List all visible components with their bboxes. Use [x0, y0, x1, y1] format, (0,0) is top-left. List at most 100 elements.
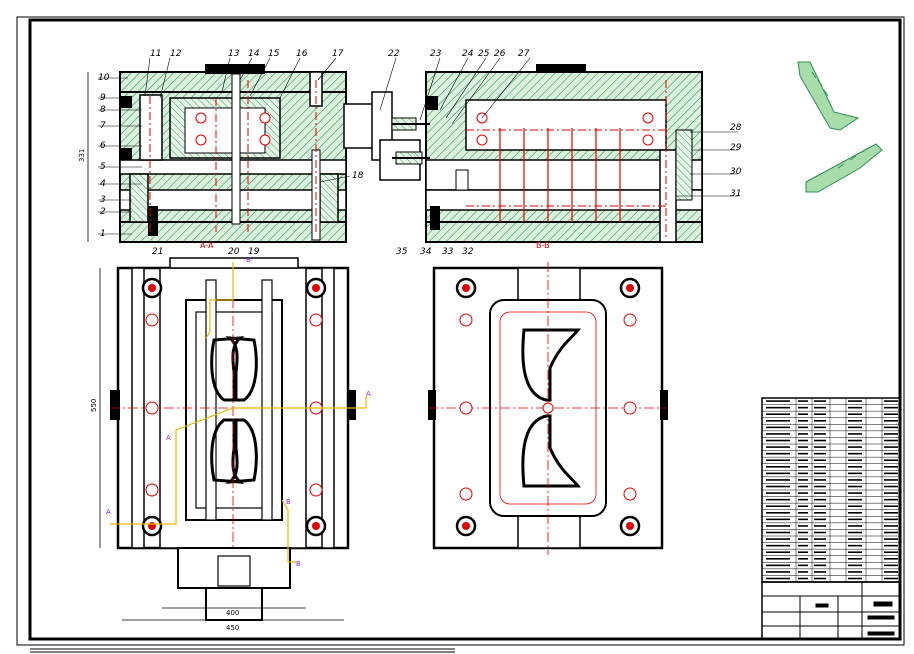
part-label-27: 27	[518, 49, 530, 59]
height-dimension-plan: 550	[90, 399, 98, 412]
bom-cell-entry	[798, 459, 808, 462]
bom-cell-entry	[848, 551, 862, 554]
section-a-a-view: 331 A-A	[78, 64, 347, 250]
bom-cell-entry	[766, 459, 790, 462]
part-label-3: 3	[100, 195, 106, 205]
bom-cell-entry	[814, 452, 826, 455]
bom-cell-entry	[798, 420, 808, 422]
bom-cell-entry	[798, 492, 808, 494]
bom-cell-entry	[798, 485, 808, 488]
bom-cell-entry	[848, 544, 862, 547]
part-label-21: 21	[152, 247, 163, 257]
bom-cell-entry	[884, 538, 898, 540]
part-label-11: 11	[150, 49, 161, 59]
bom-cell-entry	[848, 498, 862, 501]
bom-cell-entry	[848, 577, 862, 580]
part-label-23: 23	[430, 49, 442, 59]
bom-cell-entry	[884, 452, 898, 455]
bom-cell-entry	[798, 466, 808, 468]
bom-cell-entry	[814, 466, 826, 468]
plan-view-fixed-half: 550 400 450	[90, 257, 356, 632]
bom-cell-entry	[848, 479, 862, 481]
bom-cell-entry	[848, 466, 862, 468]
bom-cell-entry	[848, 485, 862, 488]
section-a-a-label: A-A	[200, 241, 214, 250]
bom-cell-entry	[766, 551, 790, 554]
bom-cell-entry	[798, 512, 808, 514]
bom-cell-entry	[848, 472, 862, 475]
cut-marker-a-right: A	[366, 390, 371, 398]
bom-cell-entry	[798, 498, 808, 501]
bom-cell-entry	[884, 466, 898, 468]
bom-cell-entry	[766, 485, 790, 488]
bom-cell-entry	[884, 406, 898, 409]
bom-cell-entry	[766, 505, 790, 508]
part-label-2: 2	[100, 207, 106, 217]
cut-marker-b-bottom: B	[296, 560, 301, 568]
bom-cell-entry	[884, 505, 898, 508]
bom-cell-entry	[798, 406, 808, 409]
title-block	[761, 581, 901, 640]
bom-cell-entry	[766, 558, 790, 560]
sprue-block	[343, 91, 430, 181]
bom-cell-entry	[884, 426, 898, 429]
bom-cell-entry	[884, 498, 898, 501]
bom-cell-entry	[848, 512, 862, 514]
bom-cell-entry	[814, 413, 826, 416]
bom-cell-entry	[798, 518, 808, 521]
part-label-17: 17	[332, 49, 344, 59]
bom-cell-entry	[798, 551, 808, 554]
bom-cell-entry	[798, 433, 808, 435]
bom-cell-entry	[884, 577, 898, 580]
bom-cell-entry	[884, 564, 898, 567]
part-label-9: 9	[100, 93, 106, 103]
part-number-labels: 1 2 3 4 5 6 7 8 9 10 11 12 13 14 15 16 1…	[98, 49, 742, 257]
cut-marker-b-top: B	[246, 256, 251, 264]
bom-cell-entry	[884, 420, 898, 422]
bom-cell-entry	[884, 544, 898, 547]
bom-cell-entry	[814, 420, 826, 422]
bom-cell-entry	[884, 433, 898, 435]
width-dimension-outer: 450	[226, 624, 239, 632]
section-b-b-view: B-B	[425, 64, 703, 250]
part-label-25: 25	[478, 49, 490, 59]
part-label-4: 4	[100, 179, 106, 189]
part-label-12: 12	[170, 49, 182, 59]
part-label-28: 28	[730, 123, 742, 133]
cutting-plane-markers: A A A B B B	[106, 256, 371, 568]
section-b-b-label: B-B	[536, 241, 550, 250]
bom-cell-entry	[814, 426, 826, 429]
bom-cell-entry	[814, 400, 826, 402]
bom-cell-entry	[766, 426, 790, 429]
bom-cell-entry	[814, 558, 826, 560]
bom-cell-entry	[848, 518, 862, 521]
bom-cell-entry	[814, 577, 826, 580]
bom-cell-entry	[848, 439, 862, 442]
bom-cell-entry	[766, 544, 790, 547]
plan-view-moving-half	[428, 262, 668, 555]
bom-cell-entry	[798, 558, 808, 560]
bom-cell-entry	[766, 531, 790, 534]
part-label-7: 7	[100, 121, 106, 131]
bom-cell-entry	[766, 577, 790, 580]
bom-cell-entry	[814, 479, 826, 481]
part-label-8: 8	[100, 105, 106, 115]
bom-cell-entry	[814, 505, 826, 508]
width-dimension-inner: 400	[226, 609, 239, 617]
bom-cell-entry	[848, 452, 862, 455]
bom-cell-entry	[814, 439, 826, 442]
part-label-29: 29	[730, 143, 742, 153]
bom-cell-entry	[814, 459, 826, 462]
bom-cell-entry	[798, 446, 808, 448]
part-label-24: 24	[462, 49, 474, 59]
bom-cell-entry	[814, 525, 826, 527]
bom-cell-entry	[814, 571, 826, 573]
part-label-19: 19	[248, 247, 260, 257]
bill-of-materials	[761, 397, 901, 583]
bom-cell-entry	[884, 531, 898, 534]
bom-cell-entry	[798, 544, 808, 547]
part-label-15: 15	[268, 49, 280, 59]
bom-cell-entry	[814, 406, 826, 409]
bom-cell-entry	[884, 558, 898, 560]
